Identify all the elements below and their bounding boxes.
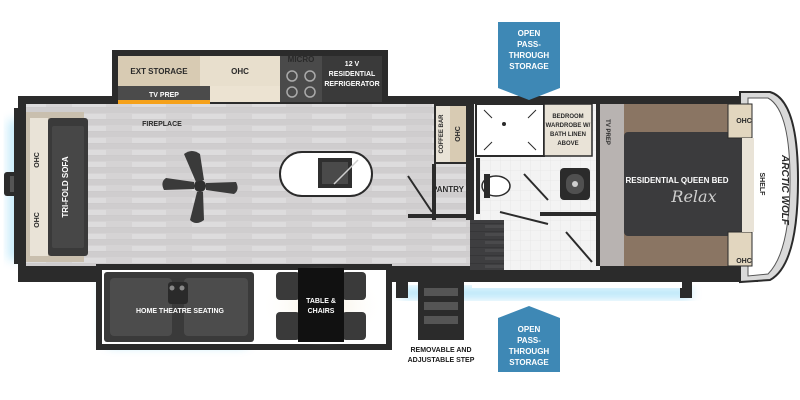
- label-fridge-3: REFRIGERATOR: [324, 81, 379, 88]
- label-theatre: HOME THEATRE SEATING: [136, 308, 225, 315]
- label-step-1: REMOVABLE AND: [410, 347, 471, 354]
- dinette-slideout: [96, 264, 392, 350]
- label-tv-prep-living: TV PREP: [149, 92, 179, 99]
- label-ohc-sofa-top: OHC: [34, 152, 41, 168]
- label-bed-brand: Relax: [670, 187, 716, 206]
- label-wardrobe-3: BATH LINEN: [550, 132, 586, 138]
- label-bed: RESIDENTIAL QUEEN BED: [626, 176, 729, 185]
- entry-floor: [470, 220, 504, 270]
- label-fridge-2: RESIDENTIAL: [329, 71, 376, 78]
- label-ohc-sofa-bottom: OHC: [34, 212, 41, 228]
- label-coffee-bar: COFFEE BAR: [439, 114, 445, 154]
- living-floor: [26, 104, 470, 266]
- label-pantry: PANTRY: [432, 185, 465, 194]
- callout-top-line3: STORAGE: [509, 62, 549, 71]
- sofa-area: [26, 112, 88, 262]
- label-wardrobe-2: WARDROBE W/: [546, 123, 591, 129]
- coffee-bar-area: [407, 104, 470, 220]
- bathroom: [470, 102, 596, 263]
- label-table-1: TABLE &: [306, 298, 336, 305]
- callout-top-arrow: [498, 88, 560, 100]
- label-ohc-kitchen: OHC: [231, 67, 249, 76]
- label-ohc-coffee: OHC: [455, 126, 462, 142]
- label-sofa: TRI-FOLD SOFA: [61, 156, 70, 218]
- label-fireplace: FIREPLACE: [142, 121, 182, 128]
- bedroom-walkway: [600, 104, 624, 266]
- queen-bed: [624, 132, 742, 236]
- kitchen-slideout: [112, 50, 388, 106]
- label-ohc-bed-top: OHC: [736, 118, 752, 125]
- label-tv-prep-bed: TV PREP: [604, 119, 610, 145]
- callout-bottom-arrow: [498, 306, 560, 318]
- label-step-2: ADJUSTABLE STEP: [408, 357, 475, 364]
- room-labels: EXT STORAGE OHC MICRO 12 V RESIDENTIAL R…: [34, 55, 790, 364]
- ohc-kitchen-cabinet: [200, 56, 280, 86]
- callout-bottom-line1: OPEN: [517, 325, 541, 334]
- pass-through-storage-callout-top: OPEN PASS-THROUGH STORAGE: [498, 22, 560, 88]
- ceiling-fan: [162, 151, 238, 223]
- label-table-2: CHAIRS: [308, 308, 335, 315]
- callout-top-line2: PASS-THROUGH: [508, 40, 550, 60]
- label-fridge-1: 12 V: [345, 61, 360, 68]
- label-shelf: SHELF: [758, 173, 765, 197]
- refrigerator: [322, 56, 382, 102]
- table: [298, 268, 344, 342]
- label-ext-storage: EXT STORAGE: [130, 67, 188, 76]
- kitchen-island: [279, 151, 373, 197]
- entry-step: [396, 282, 692, 340]
- wardrobe: [543, 103, 593, 157]
- callout-top-line1: OPEN: [517, 29, 541, 38]
- tv-prep-panel: [118, 86, 210, 102]
- label-wardrobe-1: BEDROOM: [552, 114, 583, 120]
- front-logo: ARCTIC WOLF: [779, 154, 790, 226]
- fireplace-bar: [118, 100, 210, 105]
- callout-bottom-line3: STORAGE: [509, 358, 549, 367]
- bedroom: [596, 103, 754, 267]
- pass-through-storage-callout-bottom: OPEN PASS-THROUGH STORAGE: [498, 318, 560, 372]
- callout-bottom-line2: PASS-THROUGH: [508, 336, 550, 356]
- label-wardrobe-4: ABOVE: [557, 141, 578, 147]
- ext-storage-cabinet: [118, 56, 200, 86]
- label-ohc-bed-bottom: OHC: [736, 258, 752, 265]
- label-micro: MICRO: [288, 55, 315, 64]
